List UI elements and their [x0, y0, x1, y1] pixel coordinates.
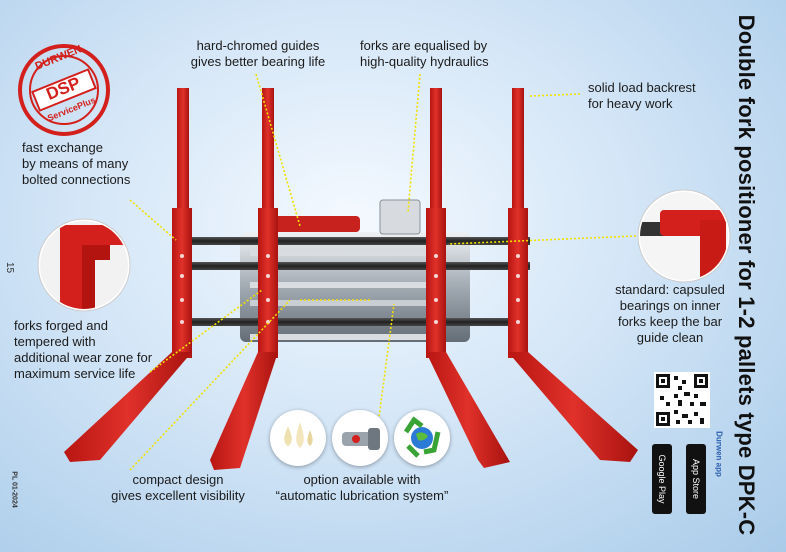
guide-bar-middle: [190, 262, 530, 270]
app-store-badge[interactable]: App Store: [686, 444, 706, 514]
label-solid-backrest: solid load backrest for heavy work: [588, 80, 696, 111]
fork-1-blade: [64, 352, 192, 462]
label-forks-forged: forks forged and tempered with additiona…: [14, 318, 153, 381]
label-hard-chromed-guides: hard-chromed guides gives better bearing…: [190, 38, 326, 69]
chrome-rod-1: [250, 250, 430, 256]
fork-4-plate: [508, 208, 528, 358]
fork-4-blade: [508, 352, 638, 462]
fork-2-plate: [258, 208, 278, 358]
detail-capsuled-bearing: [637, 189, 731, 283]
label-fast-exchange: fast exchange by means of many bolted co…: [22, 140, 131, 187]
guide-bar-top: [190, 237, 530, 245]
fork-1-plate: [172, 208, 192, 358]
recycling-globe-icon: [394, 410, 450, 466]
fork-1-upright: [177, 88, 189, 218]
label-automatic-lubrication: option available with “automatic lubrica…: [275, 472, 449, 503]
leader-lines: [129, 73, 637, 471]
fork-3-upright: [430, 88, 442, 218]
fork-4-upright: [512, 88, 524, 218]
chrome-rod-4: [250, 334, 430, 340]
fork-3-blade: [426, 352, 510, 468]
fork-bolts: [180, 254, 520, 324]
label-forks-equalised: forks are equalised by high-quality hydr…: [360, 38, 489, 69]
oil-drops-icon: [270, 410, 326, 466]
page-number: 15: [4, 261, 16, 274]
label-capsuled-bearings: standard: capsuled bearings on inner for…: [615, 282, 725, 345]
guide-bar-lower: [190, 318, 520, 326]
chrome-rod-2: [250, 282, 430, 288]
durwen-serviceplus-stamp: DURWEN DSP ServicePlus: [16, 42, 112, 138]
page-title: Double fork positioner for 1-2 pallets t…: [734, 14, 759, 536]
google-play-badge[interactable]: Google Play: [652, 444, 672, 514]
label-compact-design: compact design gives excellent visibilit…: [111, 472, 245, 503]
qr-code-icon: [656, 374, 708, 426]
fork-2-blade: [210, 352, 278, 470]
detail-forged-fork: [37, 218, 131, 312]
fork-3-plate: [426, 208, 446, 358]
chrome-rod-3: [250, 300, 430, 306]
valve-block: [379, 199, 421, 235]
qr-code[interactable]: [654, 372, 710, 428]
footer-code: PL 01-2024: [10, 471, 18, 508]
fork-2-upright: [262, 88, 274, 218]
lubrication-unit-icon: [332, 410, 388, 466]
hydraulic-cylinder-top: [270, 216, 360, 232]
